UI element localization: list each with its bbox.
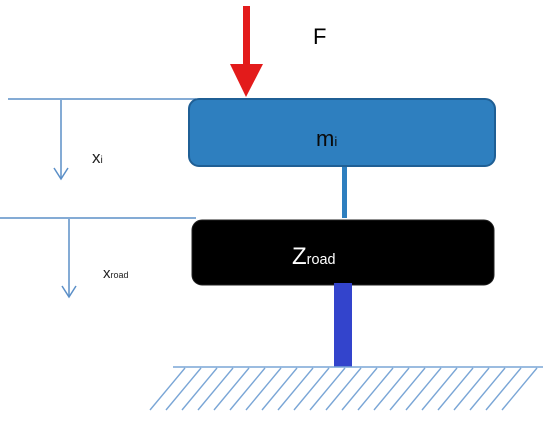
ground-hatch-stroke xyxy=(149,367,186,411)
xi-displacement-arrow xyxy=(53,100,69,181)
force-label: F xyxy=(313,24,327,49)
ground-hatch-stroke xyxy=(245,367,282,411)
ground-hatch-stroke xyxy=(453,367,490,411)
xroad-displacement-label: xroad xyxy=(103,265,129,282)
ground-hatch-stroke xyxy=(197,367,234,411)
road-block xyxy=(191,219,495,286)
ground-hatch-stroke xyxy=(341,367,378,411)
road-post xyxy=(334,283,352,367)
ground-hatch-stroke xyxy=(357,367,394,411)
ground-hatch-stroke xyxy=(485,367,522,411)
ground-hatch-stroke xyxy=(405,367,442,411)
ground-hatch-stroke xyxy=(437,367,474,411)
mass-road-connector xyxy=(342,166,347,218)
mass-block xyxy=(188,98,496,167)
ground-hatch-stroke xyxy=(469,367,506,411)
ground-hatch-stroke xyxy=(421,367,458,411)
ground-hatch-stroke xyxy=(501,367,538,411)
road-block-label: Zroad xyxy=(292,243,336,270)
ground-hatch-stroke xyxy=(165,367,202,411)
ground-hatch-stroke xyxy=(293,367,330,411)
xi-displacement-label: xi xyxy=(92,148,103,167)
ground-hatch-stroke xyxy=(261,367,298,411)
ground-hatch-stroke xyxy=(309,367,346,411)
ground-hatch-stroke xyxy=(373,367,410,411)
ground-hatch-stroke xyxy=(389,367,426,411)
force-arrow xyxy=(230,6,263,97)
ground-hatch-stroke xyxy=(325,367,362,411)
ground-hatch-stroke xyxy=(213,367,250,411)
ground-hatch-stroke xyxy=(277,367,314,411)
xroad-displacement-arrow xyxy=(61,219,77,299)
mass-label: mi xyxy=(316,126,338,151)
ground-hatch-stroke xyxy=(229,367,266,411)
ground-hatching xyxy=(149,366,543,411)
ground-hatch-stroke xyxy=(181,367,218,411)
